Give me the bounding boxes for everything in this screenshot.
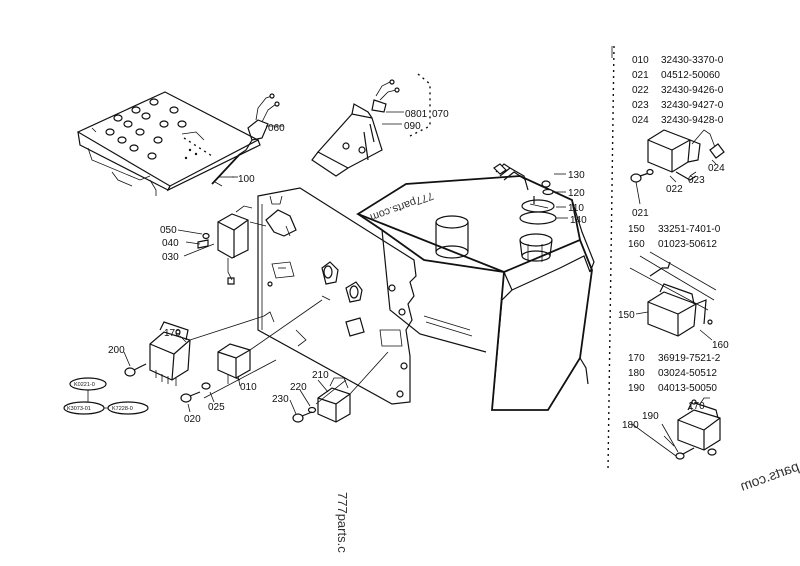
- rod-100: [211, 153, 241, 187]
- callout-200: 200: [108, 345, 125, 356]
- parts-list-part: 32430-3370-0: [661, 55, 724, 66]
- callout-020: 020: [184, 414, 201, 425]
- leader-lines: [123, 111, 717, 457]
- parts-list-no: 010: [632, 55, 649, 66]
- callout-160: 160: [712, 340, 729, 351]
- callout-070: 070: [432, 109, 449, 120]
- fuel-tank: [356, 175, 595, 411]
- callout-180: 180: [622, 420, 639, 431]
- parts-list: 010 32430-3370-0 021 04512-50060 022 324…: [628, 55, 724, 394]
- callout-220: 220: [290, 382, 307, 393]
- relay-210: [317, 377, 351, 423]
- callout-023: 023: [688, 175, 705, 186]
- callout-040: 040: [162, 238, 179, 249]
- parts-list-no: 150: [628, 224, 645, 235]
- watermark-tank: 777parts.com: [368, 189, 435, 223]
- callout-120: 120: [568, 188, 585, 199]
- parts-list-no: 024: [632, 115, 649, 126]
- parts-list-part: 32430-9428-0: [661, 115, 724, 126]
- ref-label-3: K7228-0: [112, 406, 133, 412]
- regulator-150: [629, 251, 717, 337]
- parts-list-part: 33251-7401-0: [658, 224, 721, 235]
- callout-025: 025: [208, 402, 225, 413]
- column-divider: [607, 45, 615, 471]
- parts-list-no: 180: [628, 368, 645, 379]
- perforated-cover-panel: [76, 91, 261, 196]
- callout-022: 022: [666, 184, 683, 195]
- parts-list-part: 04013-50050: [658, 383, 717, 394]
- fuel-sender-unit: [493, 163, 557, 225]
- callout-170-right: 170: [688, 401, 705, 412]
- relay-030: [197, 205, 253, 285]
- washer-220: [307, 406, 317, 414]
- callout-021: 021: [632, 208, 649, 219]
- callout-024: 024: [708, 163, 725, 174]
- callout-090: 090: [404, 121, 421, 132]
- callout-210: 210: [312, 370, 329, 381]
- relay-170-left: [149, 321, 191, 386]
- mounting-plate: [257, 187, 417, 405]
- parts-list-part: 36919-7521-2: [658, 353, 721, 364]
- bolt-230: [292, 411, 313, 423]
- callout-110: 110: [568, 203, 584, 214]
- callout-170: 170: [164, 328, 181, 339]
- callout-140: 140: [570, 215, 587, 226]
- reference-ovals: [63, 377, 149, 415]
- relay-010: [217, 343, 251, 387]
- callout-030: 030: [162, 252, 179, 263]
- callout-100: 100: [238, 174, 255, 185]
- relay-060: [239, 93, 284, 155]
- callout-230: 230: [272, 394, 289, 405]
- bolt-020: [180, 391, 201, 403]
- callout-150: 150: [618, 310, 635, 321]
- parts-list-no: 021: [632, 70, 649, 81]
- parts-list-no: 022: [632, 85, 649, 96]
- bracket-070: [311, 73, 431, 177]
- parts-list-part: 01023-50612: [658, 239, 717, 250]
- assembly-lines: [189, 221, 389, 405]
- callout-190: 190: [642, 411, 659, 422]
- ref-label-2: K3073-01: [67, 406, 91, 412]
- parts-list-part: 32430-9426-0: [661, 85, 724, 96]
- callout-010: 010: [240, 382, 257, 393]
- parts-list-no: 170: [628, 353, 645, 364]
- ref-label-1: K0221-0: [74, 382, 95, 388]
- watermark-bottom-right: parts.com: [738, 458, 800, 494]
- relay-170-right: [663, 397, 721, 460]
- callout-0801: 0801: [405, 109, 428, 120]
- parts-list-part: 32430-9427-0: [661, 100, 724, 111]
- parts-list-no: 023: [632, 100, 649, 111]
- washer-025: [201, 382, 211, 390]
- parts-list-part: 04512-50060: [661, 70, 720, 81]
- parts-list-no: 160: [628, 239, 645, 250]
- relay-assembly-010-right: [630, 129, 725, 183]
- parts-list-part: 03024-50512: [658, 368, 717, 379]
- bolt-200: [124, 363, 147, 377]
- callout-130: 130: [568, 170, 585, 181]
- parts-list-no: 190: [628, 383, 645, 394]
- callout-050: 050: [160, 225, 177, 236]
- callout-060: 060: [268, 123, 285, 134]
- watermark-bottom: 777parts.c: [335, 492, 350, 553]
